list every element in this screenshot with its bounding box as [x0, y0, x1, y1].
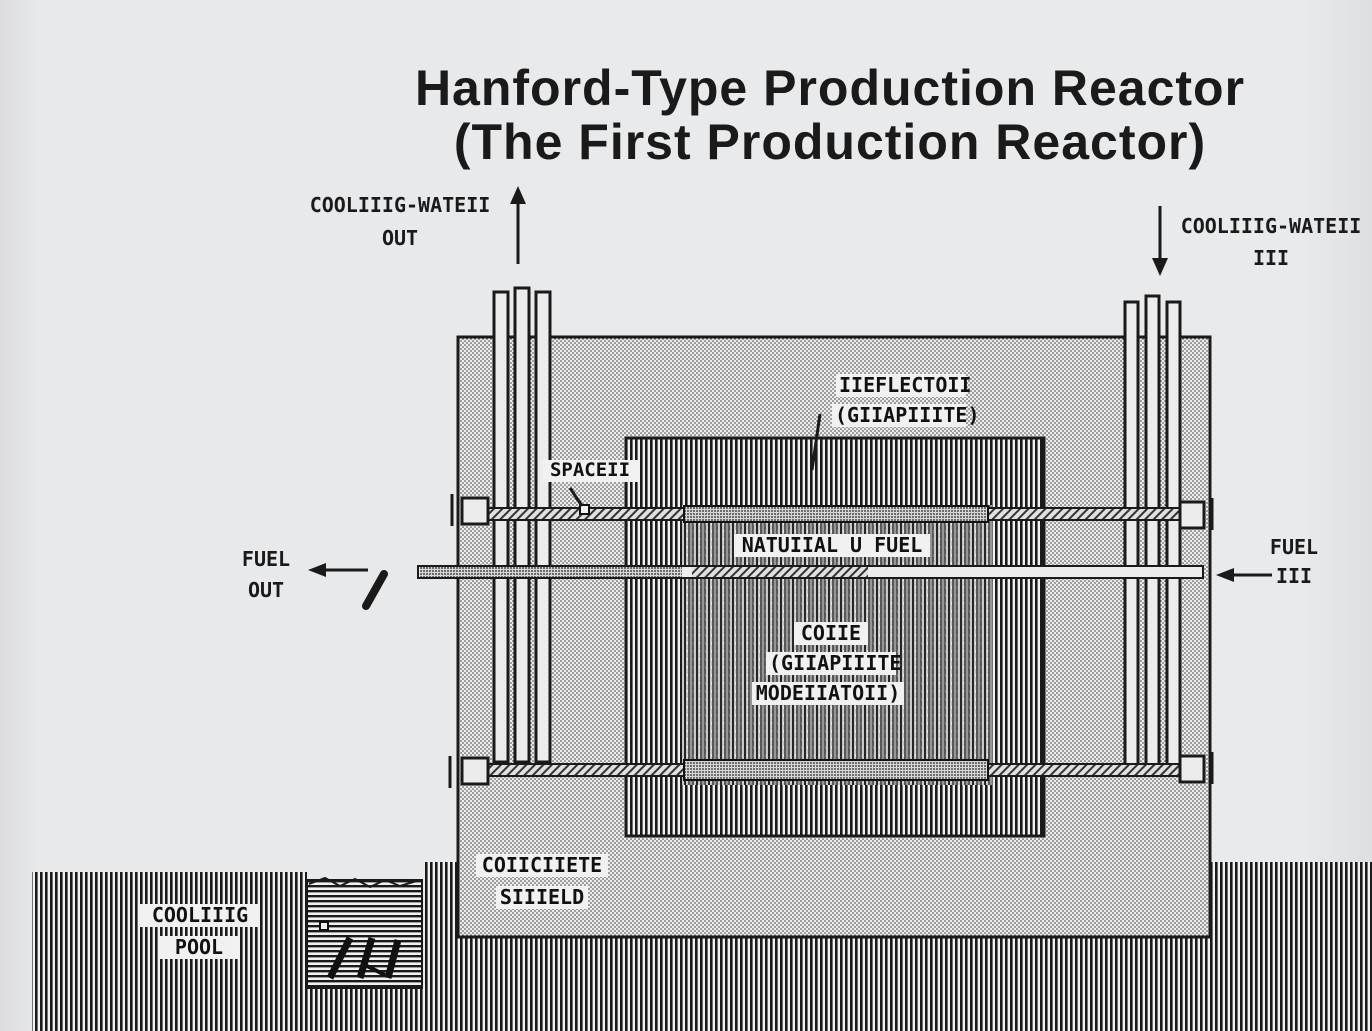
label-concrete-shield-line-2: SIIIELD [496, 886, 588, 909]
cooling-water-out-arrow [510, 186, 526, 264]
diagram-title-line-1: Hanford-Type Production Reactor [330, 62, 1330, 114]
label-concrete-shield-line-1: COIICIIETE [476, 854, 608, 877]
label-cooling-water-out-line-2: OUT [298, 226, 502, 250]
fuel-out-arrow [308, 563, 368, 577]
diagram-title-line-2: (The First Production Reactor) [330, 116, 1330, 168]
label-spacer: SPACEII [542, 460, 638, 482]
label-core-line-1: COIIE [794, 622, 868, 645]
fuel-channel-middle [418, 566, 1203, 578]
label-natural-u-fuel: NATUIIAL U FUEL [734, 534, 930, 557]
label-cooling-pool-line-2: POOL [160, 936, 238, 959]
label-fuel-out-line-2: OUT [226, 578, 306, 602]
label-fuel-out-line-1: FUEL [226, 547, 306, 571]
label-cooling-water-in-line-1: COOLIIIG-WATEII [1176, 214, 1366, 238]
label-cooling-pool-line-1: COOLIIIG [140, 904, 260, 927]
ejected-fuel-slug [366, 574, 384, 606]
cooling-water-out-pipes [494, 288, 550, 762]
cooling-water-in-arrow [1152, 206, 1168, 276]
label-fuel-in-line-2: III [1262, 564, 1326, 588]
label-cooling-water-in-line-2: III [1176, 246, 1366, 270]
label-fuel-in-line-1: FUEL [1262, 535, 1326, 559]
label-core-line-3: MODEIIATOII) [752, 682, 904, 705]
label-reflector-line-1: IIEFLECTOII [836, 374, 966, 397]
label-core-line-2: (GIIAPIIITE [766, 652, 896, 675]
label-cooling-water-out-line-1: COOLIIIG-WATEII [298, 193, 502, 217]
cooling-pool [307, 878, 422, 988]
label-reflector-line-2: (GIIAPIIITE) [832, 404, 966, 427]
cooling-water-in-pipes [1125, 296, 1180, 772]
